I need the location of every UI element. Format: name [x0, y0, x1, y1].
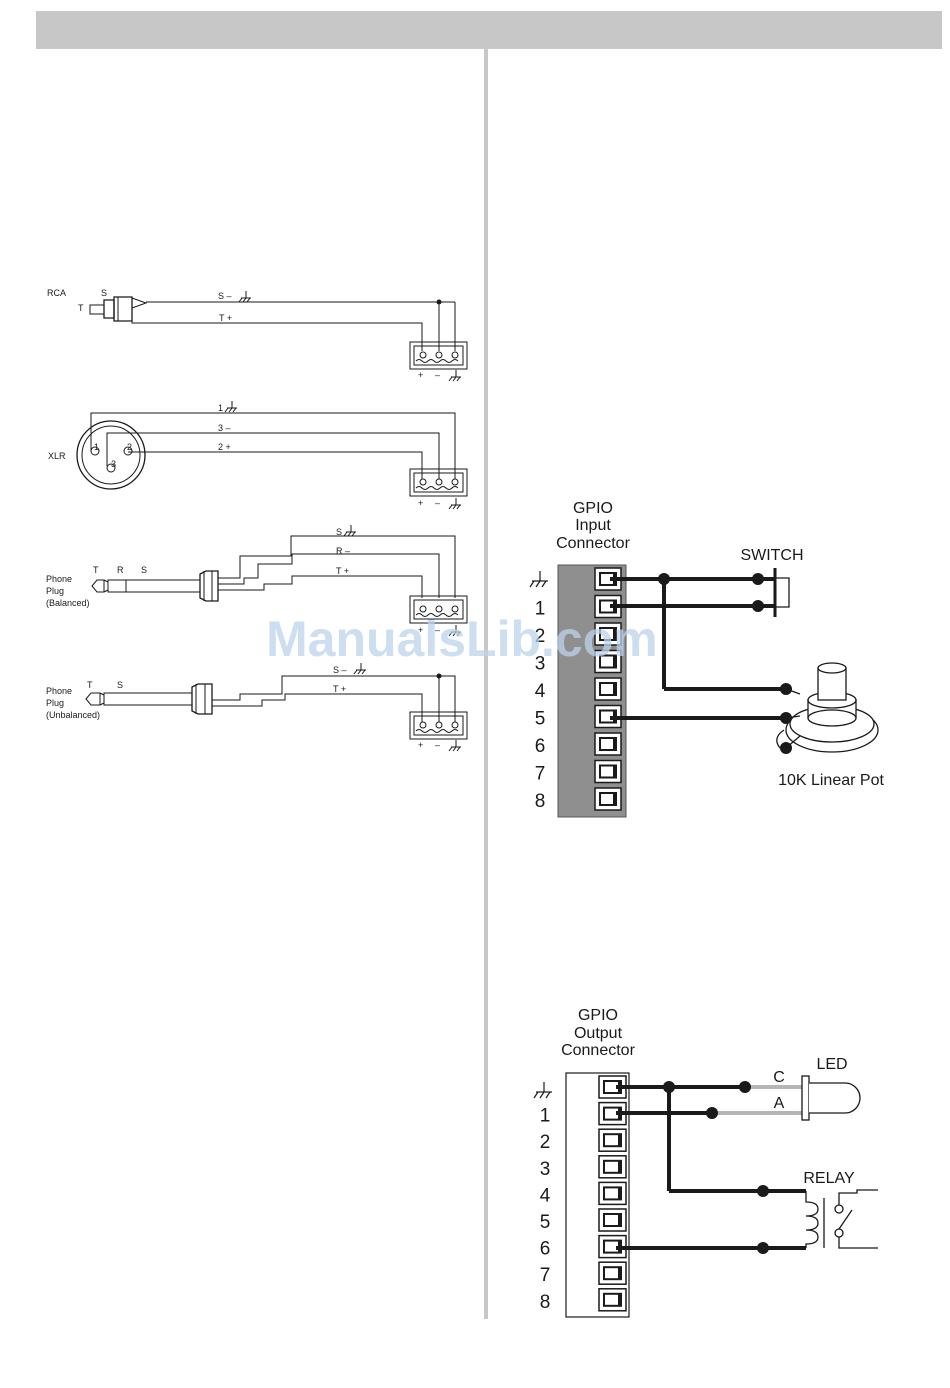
- connector-slot-opening: [601, 739, 613, 749]
- switch-label: SWITCH: [740, 547, 803, 564]
- phone-bal-wire-t: T +: [336, 566, 349, 576]
- phone-bal-label1: Phone: [46, 574, 72, 584]
- pin-number: 3: [540, 1159, 551, 1180]
- phone-unbal-label1: Phone: [46, 686, 72, 696]
- xlr-wire2: 2 +: [218, 442, 231, 452]
- rca-diagram: RCA S T S – T + + –: [47, 288, 467, 381]
- phone-bal-label3: (Balanced): [46, 598, 90, 608]
- pin-number: 8: [540, 1292, 551, 1313]
- phone-unbal-wire-t: T +: [333, 684, 346, 694]
- pot-label: 10K Linear Pot: [778, 772, 884, 789]
- terminal-plus: +: [418, 370, 423, 380]
- xlr-pin3: 3: [111, 459, 116, 469]
- pin-number: 4: [535, 681, 546, 702]
- rca-wire-s: S –: [218, 291, 232, 301]
- phone-bal-wire-s: S: [336, 527, 342, 537]
- pin-number: 5: [535, 709, 546, 730]
- rca-t-label: T: [78, 303, 84, 313]
- xlr-wire3: 3 –: [218, 423, 231, 433]
- relay-icon: [806, 1190, 878, 1248]
- gpio-input-title3: Connector: [556, 535, 630, 552]
- rca-label: RCA: [47, 288, 66, 298]
- pin-number: 6: [540, 1239, 551, 1260]
- terminal-plus: +: [418, 498, 423, 508]
- xlr-terminal-block: [410, 469, 467, 496]
- connector-slot-opening: [601, 767, 613, 777]
- rca-terminal-block: [410, 342, 467, 369]
- pin-number: 2: [540, 1132, 551, 1153]
- connector-slot-opening: [601, 684, 613, 694]
- connector-slot-opening: [605, 1215, 618, 1225]
- rca-plug-icon: [90, 297, 146, 321]
- led-a-label: A: [774, 1095, 785, 1112]
- led-c-label: C: [773, 1069, 785, 1086]
- led-icon: [802, 1076, 860, 1120]
- connector-slot-opening: [605, 1135, 618, 1145]
- trs-plug-icon: [92, 571, 218, 601]
- phone-unbal-label2: Plug: [46, 698, 64, 708]
- gpio-output-title3: Connector: [561, 1042, 635, 1059]
- xlr-label: XLR: [48, 451, 66, 461]
- gpio-input-title2: Input: [575, 517, 611, 534]
- terminal-plus: +: [418, 740, 423, 750]
- pin-number: 7: [540, 1265, 551, 1286]
- gpio-input-ground-icon: [530, 571, 548, 587]
- pin-number: 6: [535, 736, 546, 757]
- pin-number: 7: [535, 764, 546, 785]
- pin-number: 8: [535, 791, 546, 812]
- gpio-output-pin-numbers: 1 2 3 4 5 6 7 8: [540, 1106, 551, 1313]
- phone-bal-t: T: [93, 565, 99, 575]
- rca-wire-t: T +: [219, 313, 232, 323]
- pin-number: 5: [540, 1212, 551, 1233]
- phone-bal-r: R: [117, 565, 124, 575]
- phone-unbal-terminal-block: [410, 712, 467, 739]
- rca-s-label: S: [101, 288, 107, 298]
- phone-unbal-t: T: [87, 680, 93, 690]
- gpio-input-title1: GPIO: [573, 500, 613, 517]
- gpio-output-title2: Output: [574, 1025, 623, 1042]
- phone-unbal-s: S: [117, 680, 123, 690]
- potentiometer-icon: [777, 663, 878, 754]
- ts-plug-icon: [86, 684, 212, 714]
- connector-slot-opening: [605, 1295, 618, 1305]
- xlr-wire1: 1: [218, 403, 223, 413]
- phone-bal-label2: Plug: [46, 586, 64, 596]
- terminal-minus: –: [435, 370, 440, 380]
- led-label: LED: [816, 1056, 847, 1073]
- gpio-output-diagram: GPIO Output Connector 1 2 3 4 5 6 7 8 LED C A: [534, 1007, 878, 1317]
- phone-unbalanced-diagram: Phone Plug (Unbalanced) T S S – T + + –: [46, 663, 467, 751]
- connector-slot-opening: [605, 1162, 618, 1172]
- connector-slot-opening: [605, 1188, 618, 1198]
- connector-slot-opening: [605, 1268, 618, 1278]
- phone-bal-s: S: [141, 565, 147, 575]
- gpio-output-ground-icon: [534, 1082, 552, 1098]
- terminal-minus: –: [435, 498, 440, 508]
- relay-label: RELAY: [803, 1170, 855, 1187]
- terminal-minus: –: [435, 740, 440, 750]
- pin-number: 4: [540, 1185, 551, 1206]
- switch-icon: [775, 568, 789, 617]
- connector-slot-opening: [601, 794, 613, 804]
- xlr-pin2: 2: [127, 442, 132, 452]
- phone-bal-wire-r: R –: [336, 546, 350, 556]
- xlr-pin1: 1: [94, 442, 99, 452]
- watermark: ManualsLib.com: [266, 610, 658, 668]
- phone-unbal-label3: (Unbalanced): [46, 710, 100, 720]
- xlr-diagram: XLR 1 2 3 1 3 – 2 + + –: [48, 401, 467, 509]
- gpio-output-title1: GPIO: [578, 1007, 618, 1024]
- xlr-connector-icon: [77, 421, 145, 489]
- pin-number: 1: [540, 1106, 551, 1127]
